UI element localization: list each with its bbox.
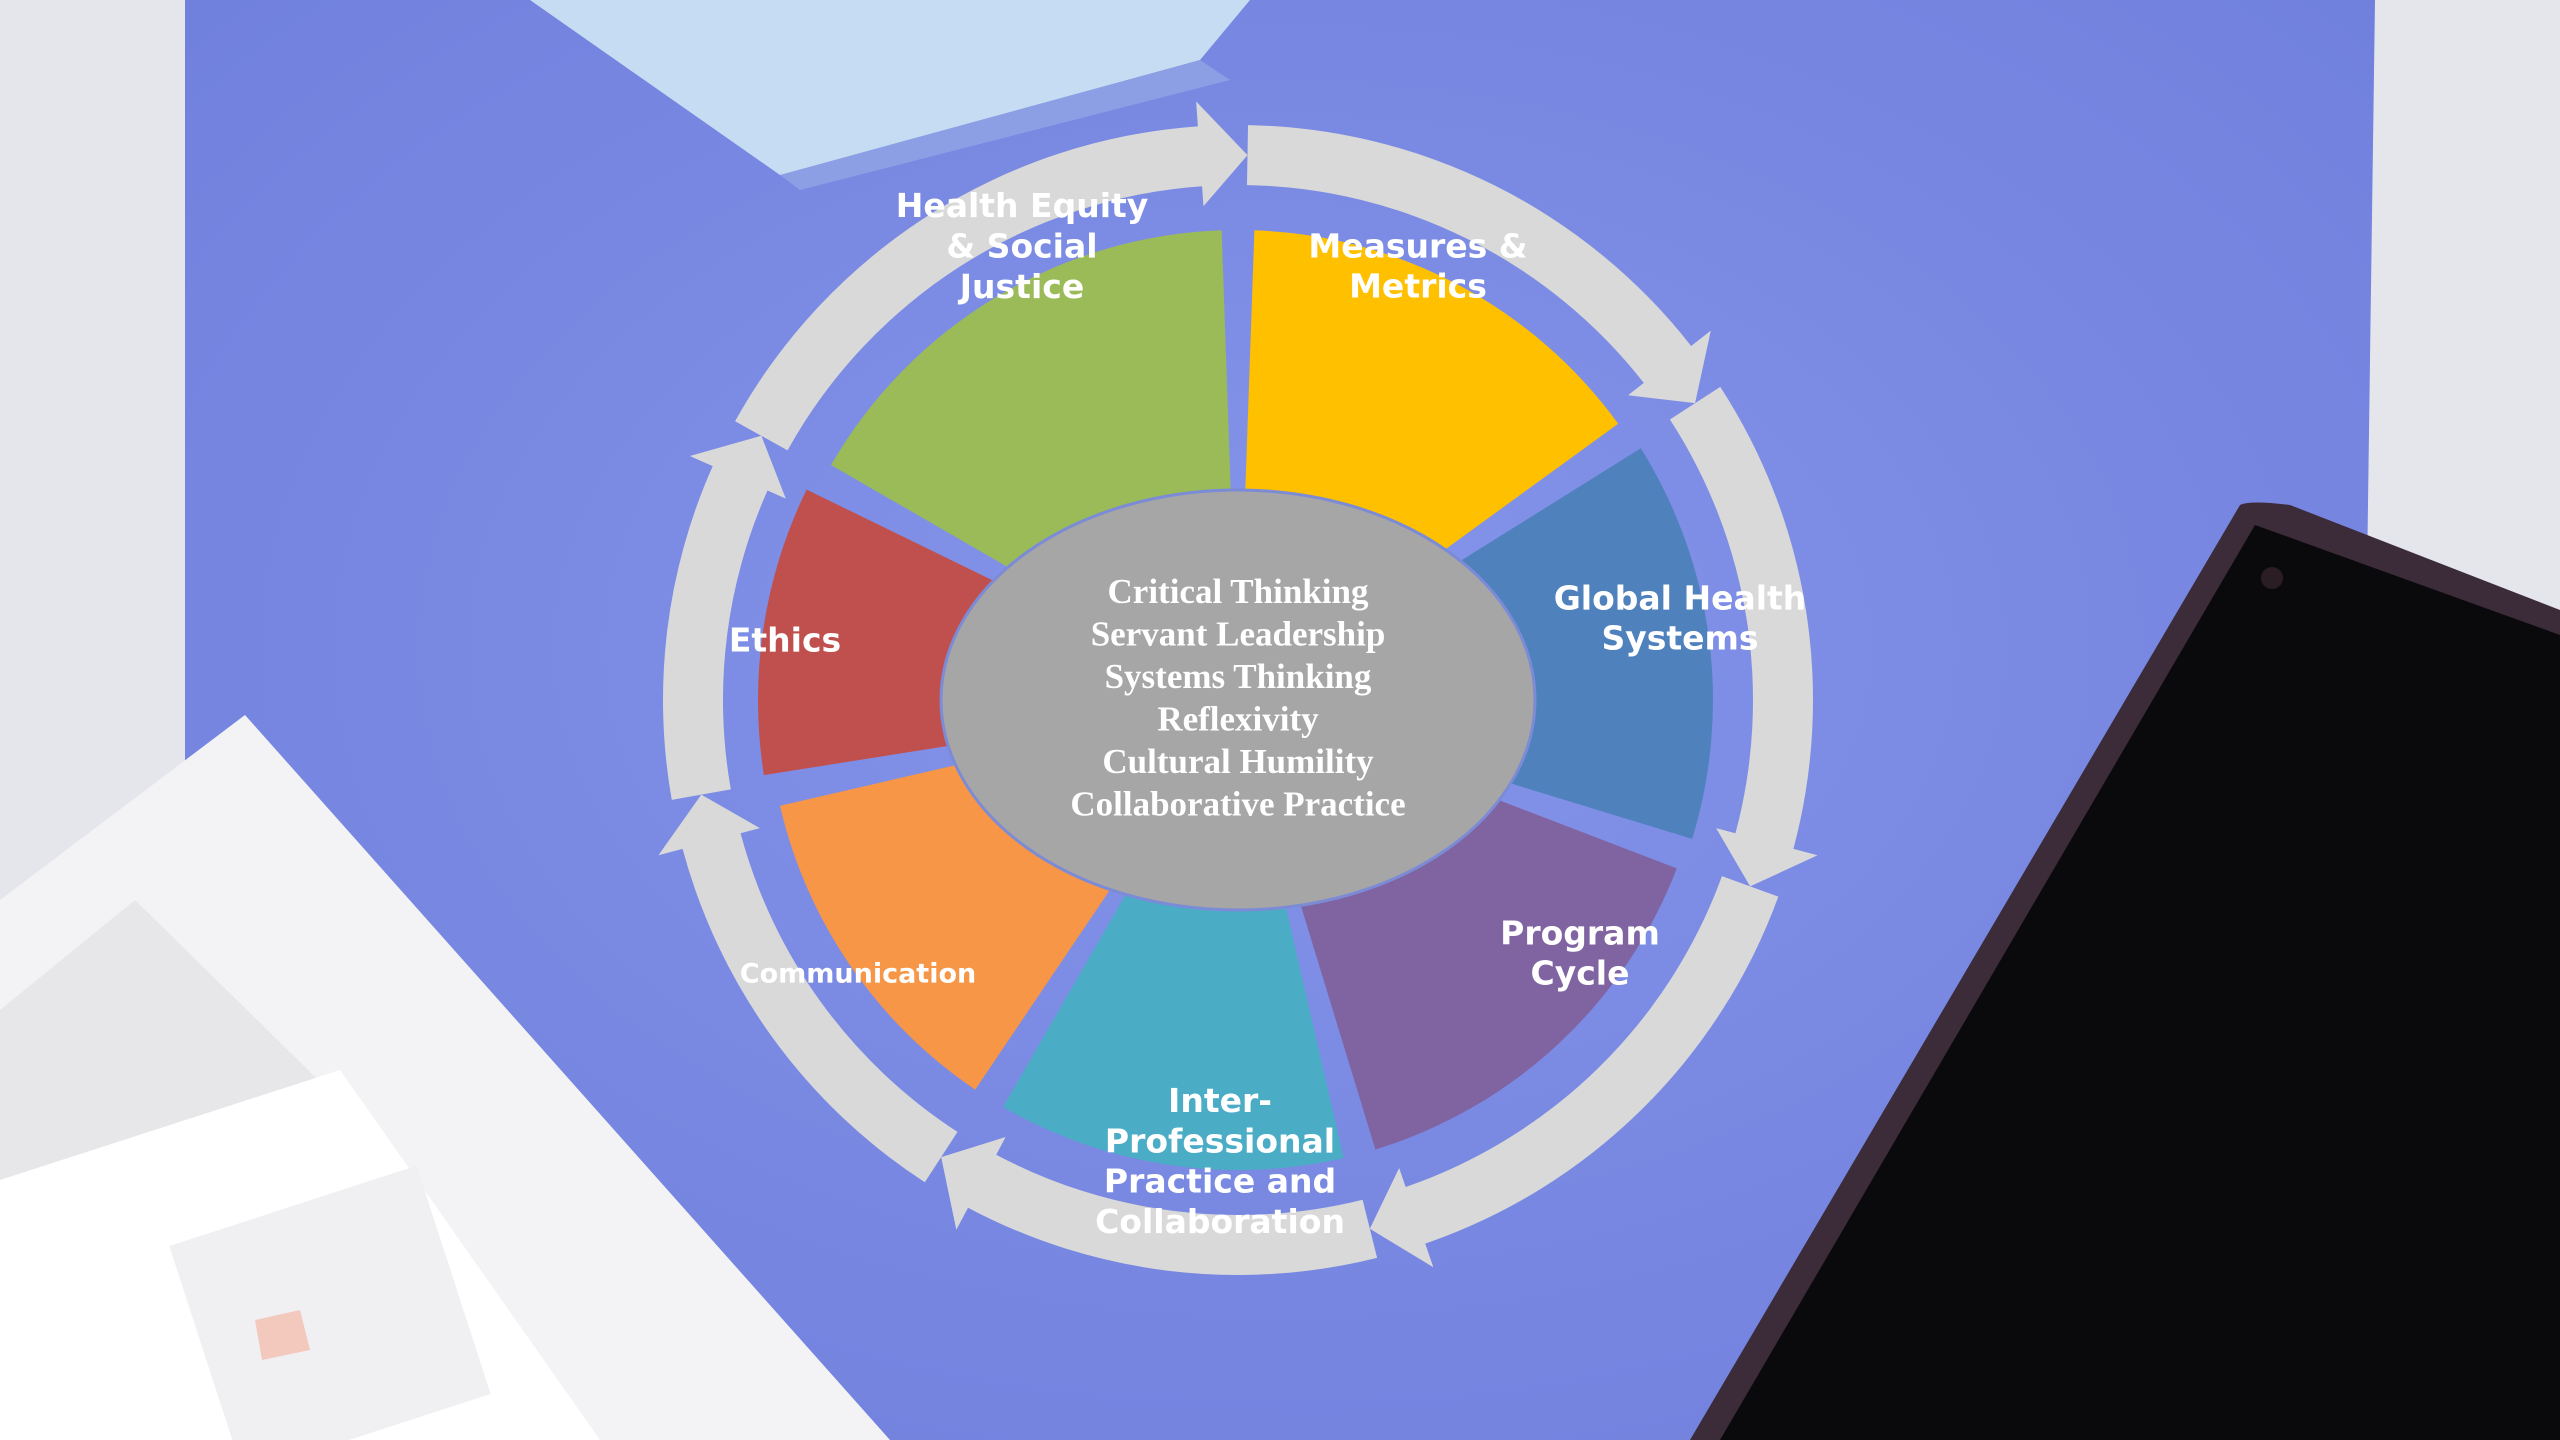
segment-label-line: Ethics xyxy=(729,621,841,660)
segment-label-ethics: Ethics xyxy=(729,621,841,660)
segment-label-line: Global Health xyxy=(1554,578,1807,617)
segment-label-line: Justice xyxy=(958,267,1084,306)
segment-label-line: Program xyxy=(1500,913,1660,952)
segment-label-line: Systems xyxy=(1601,619,1758,658)
center-line: Cultural Humility xyxy=(1102,742,1374,781)
envelope-stamp-edge xyxy=(255,1310,310,1360)
center-line: Servant Leadership xyxy=(1091,615,1386,654)
envelope-window xyxy=(169,1165,491,1440)
segment-label-line: Cycle xyxy=(1531,954,1630,993)
segment-label-line: Practice and xyxy=(1104,1162,1336,1201)
center-line: Collaborative Practice xyxy=(1070,785,1405,824)
segment-label-line: Metrics xyxy=(1349,267,1487,306)
envelopes xyxy=(0,715,890,1440)
ring-arrow-global-health-systems xyxy=(1669,386,1818,887)
segment-label-line: & Social xyxy=(946,227,1097,266)
center-line: Systems Thinking xyxy=(1105,657,1372,696)
light-blue-sheet-shadow xyxy=(780,60,1230,190)
segment-label-line: Measures & xyxy=(1308,226,1527,265)
phone-camera xyxy=(2261,567,2283,589)
ring-arrow-program-cycle xyxy=(1369,876,1779,1268)
light-blue-sheet xyxy=(530,0,1250,175)
ring-arrow-communication xyxy=(658,794,958,1183)
phone-screen xyxy=(1720,525,2560,1440)
ring-arrow-inter-professional xyxy=(941,1137,1378,1275)
ring-arrow-ethics xyxy=(663,435,786,800)
ring-arrows xyxy=(658,101,1818,1275)
ring-arrow-health-equity xyxy=(735,101,1248,451)
center-line: Critical Thinking xyxy=(1108,572,1369,611)
center-ellipse xyxy=(939,488,1537,912)
phone xyxy=(1690,502,2560,1440)
segment-label-line: Inter- xyxy=(1168,1081,1272,1120)
segment-label-line: Professional xyxy=(1105,1121,1335,1160)
segment-label-line: Collaboration xyxy=(1095,1202,1345,1241)
center-line: Reflexivity xyxy=(1157,700,1319,739)
segment-label-line: Health Equity xyxy=(896,186,1149,225)
segment-label-measures-metrics: Measures &Metrics xyxy=(1308,226,1527,305)
ring-arrow-measures-metrics xyxy=(1246,125,1711,404)
segment-label-communication: Communication xyxy=(740,959,977,990)
segment-label-line: Communication xyxy=(740,959,977,990)
